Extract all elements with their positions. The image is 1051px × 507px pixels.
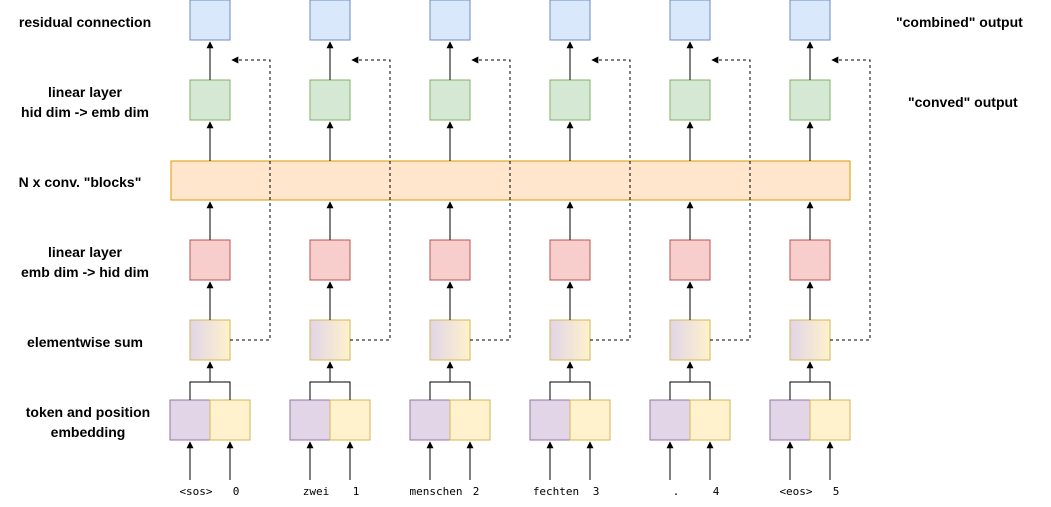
- embedding-merge-line: [309, 381, 351, 400]
- linear-out-box: [429, 79, 471, 121]
- elementwise-sum-box: [309, 319, 351, 361]
- input-position-label: 0: [233, 485, 240, 498]
- elementwise-sum-box: [549, 319, 591, 361]
- residual-box: [189, 0, 231, 41]
- row-label-residual: residual connection: [18, 14, 152, 30]
- token-embedding-box: [649, 399, 691, 441]
- embedding-merge-line: [669, 381, 711, 400]
- token-embedding-box: [769, 399, 811, 441]
- conved-output-label: "conved" output: [908, 94, 1018, 110]
- connection-lines: [186, 41, 871, 480]
- linear-in-box: [669, 239, 711, 281]
- residual-box: [549, 0, 591, 41]
- linear-in-box: [789, 239, 831, 281]
- residual-box: [669, 0, 711, 41]
- row-label-elementwise-sum: elementwise sum: [27, 334, 143, 350]
- embedding-merge-line: [549, 381, 591, 400]
- linear-in-box: [549, 239, 591, 281]
- elementwise-sum-box: [669, 319, 711, 361]
- input-position-label: 4: [713, 485, 720, 498]
- token-embedding-box: [529, 399, 571, 441]
- embedding-merge-line: [429, 381, 471, 400]
- linear-in-box: [309, 239, 351, 281]
- input-position-label: 1: [353, 485, 360, 498]
- embedding-merge-line: [189, 381, 231, 400]
- linear-in-box: [189, 239, 231, 281]
- linear-out-box: [789, 79, 831, 121]
- input-token-label: .: [673, 485, 680, 498]
- linear-out-box: [549, 79, 591, 121]
- layer-boxes: [169, 0, 851, 441]
- input-token-label: <eos>: [779, 485, 812, 498]
- embedding-merge-line: [789, 381, 831, 400]
- token-embedding-box: [409, 399, 451, 441]
- token-embedding-box: [289, 399, 331, 441]
- input-position-label: 2: [473, 485, 480, 498]
- position-embedding-box: [449, 399, 491, 441]
- residual-skip-connection: [590, 56, 631, 341]
- position-embedding-box: [689, 399, 731, 441]
- linear-in-box: [429, 239, 471, 281]
- residual-box: [429, 0, 471, 41]
- linear-out-box: [189, 79, 231, 121]
- input-token-label: <sos>: [179, 485, 212, 498]
- residual-box: [309, 0, 351, 41]
- linear-out-box: [309, 79, 351, 121]
- row-label-linear-out: linear layer hid dim -> emb dim: [21, 84, 149, 120]
- input-position-label: 3: [593, 485, 600, 498]
- elementwise-sum-box: [189, 319, 231, 361]
- residual-skip-connection: [710, 56, 751, 341]
- residual-box: [789, 0, 831, 41]
- input-token-label: menschen: [410, 485, 463, 498]
- elementwise-sum-box: [429, 319, 471, 361]
- position-embedding-box: [569, 399, 611, 441]
- position-embedding-box: [809, 399, 851, 441]
- residual-skip-connection: [830, 56, 871, 341]
- linear-out-box: [669, 79, 711, 121]
- input-position-label: 5: [833, 485, 840, 498]
- input-token-label: fechten: [533, 485, 579, 498]
- input-tokens: <sos> 0 zwei 1 menschen 2 fechten 3. 4 <eos> 5: [179, 485, 839, 498]
- residual-skip-connection: [350, 56, 391, 341]
- combined-output-label: "combined" output: [896, 14, 1023, 30]
- residual-skip-connection: [230, 56, 271, 341]
- row-label-embedding: token and position embedding: [25, 404, 151, 440]
- row-label-conv-blocks: N x conv. "blocks": [18, 174, 142, 190]
- position-embedding-box: [209, 399, 251, 441]
- position-embedding-box: [329, 399, 371, 441]
- input-token-label: zwei: [303, 485, 330, 498]
- row-label-linear-in: linear layer emb dim -> hid dim: [21, 244, 149, 280]
- elementwise-sum-box: [789, 319, 831, 361]
- residual-skip-connection: [470, 56, 511, 341]
- token-embedding-box: [169, 399, 211, 441]
